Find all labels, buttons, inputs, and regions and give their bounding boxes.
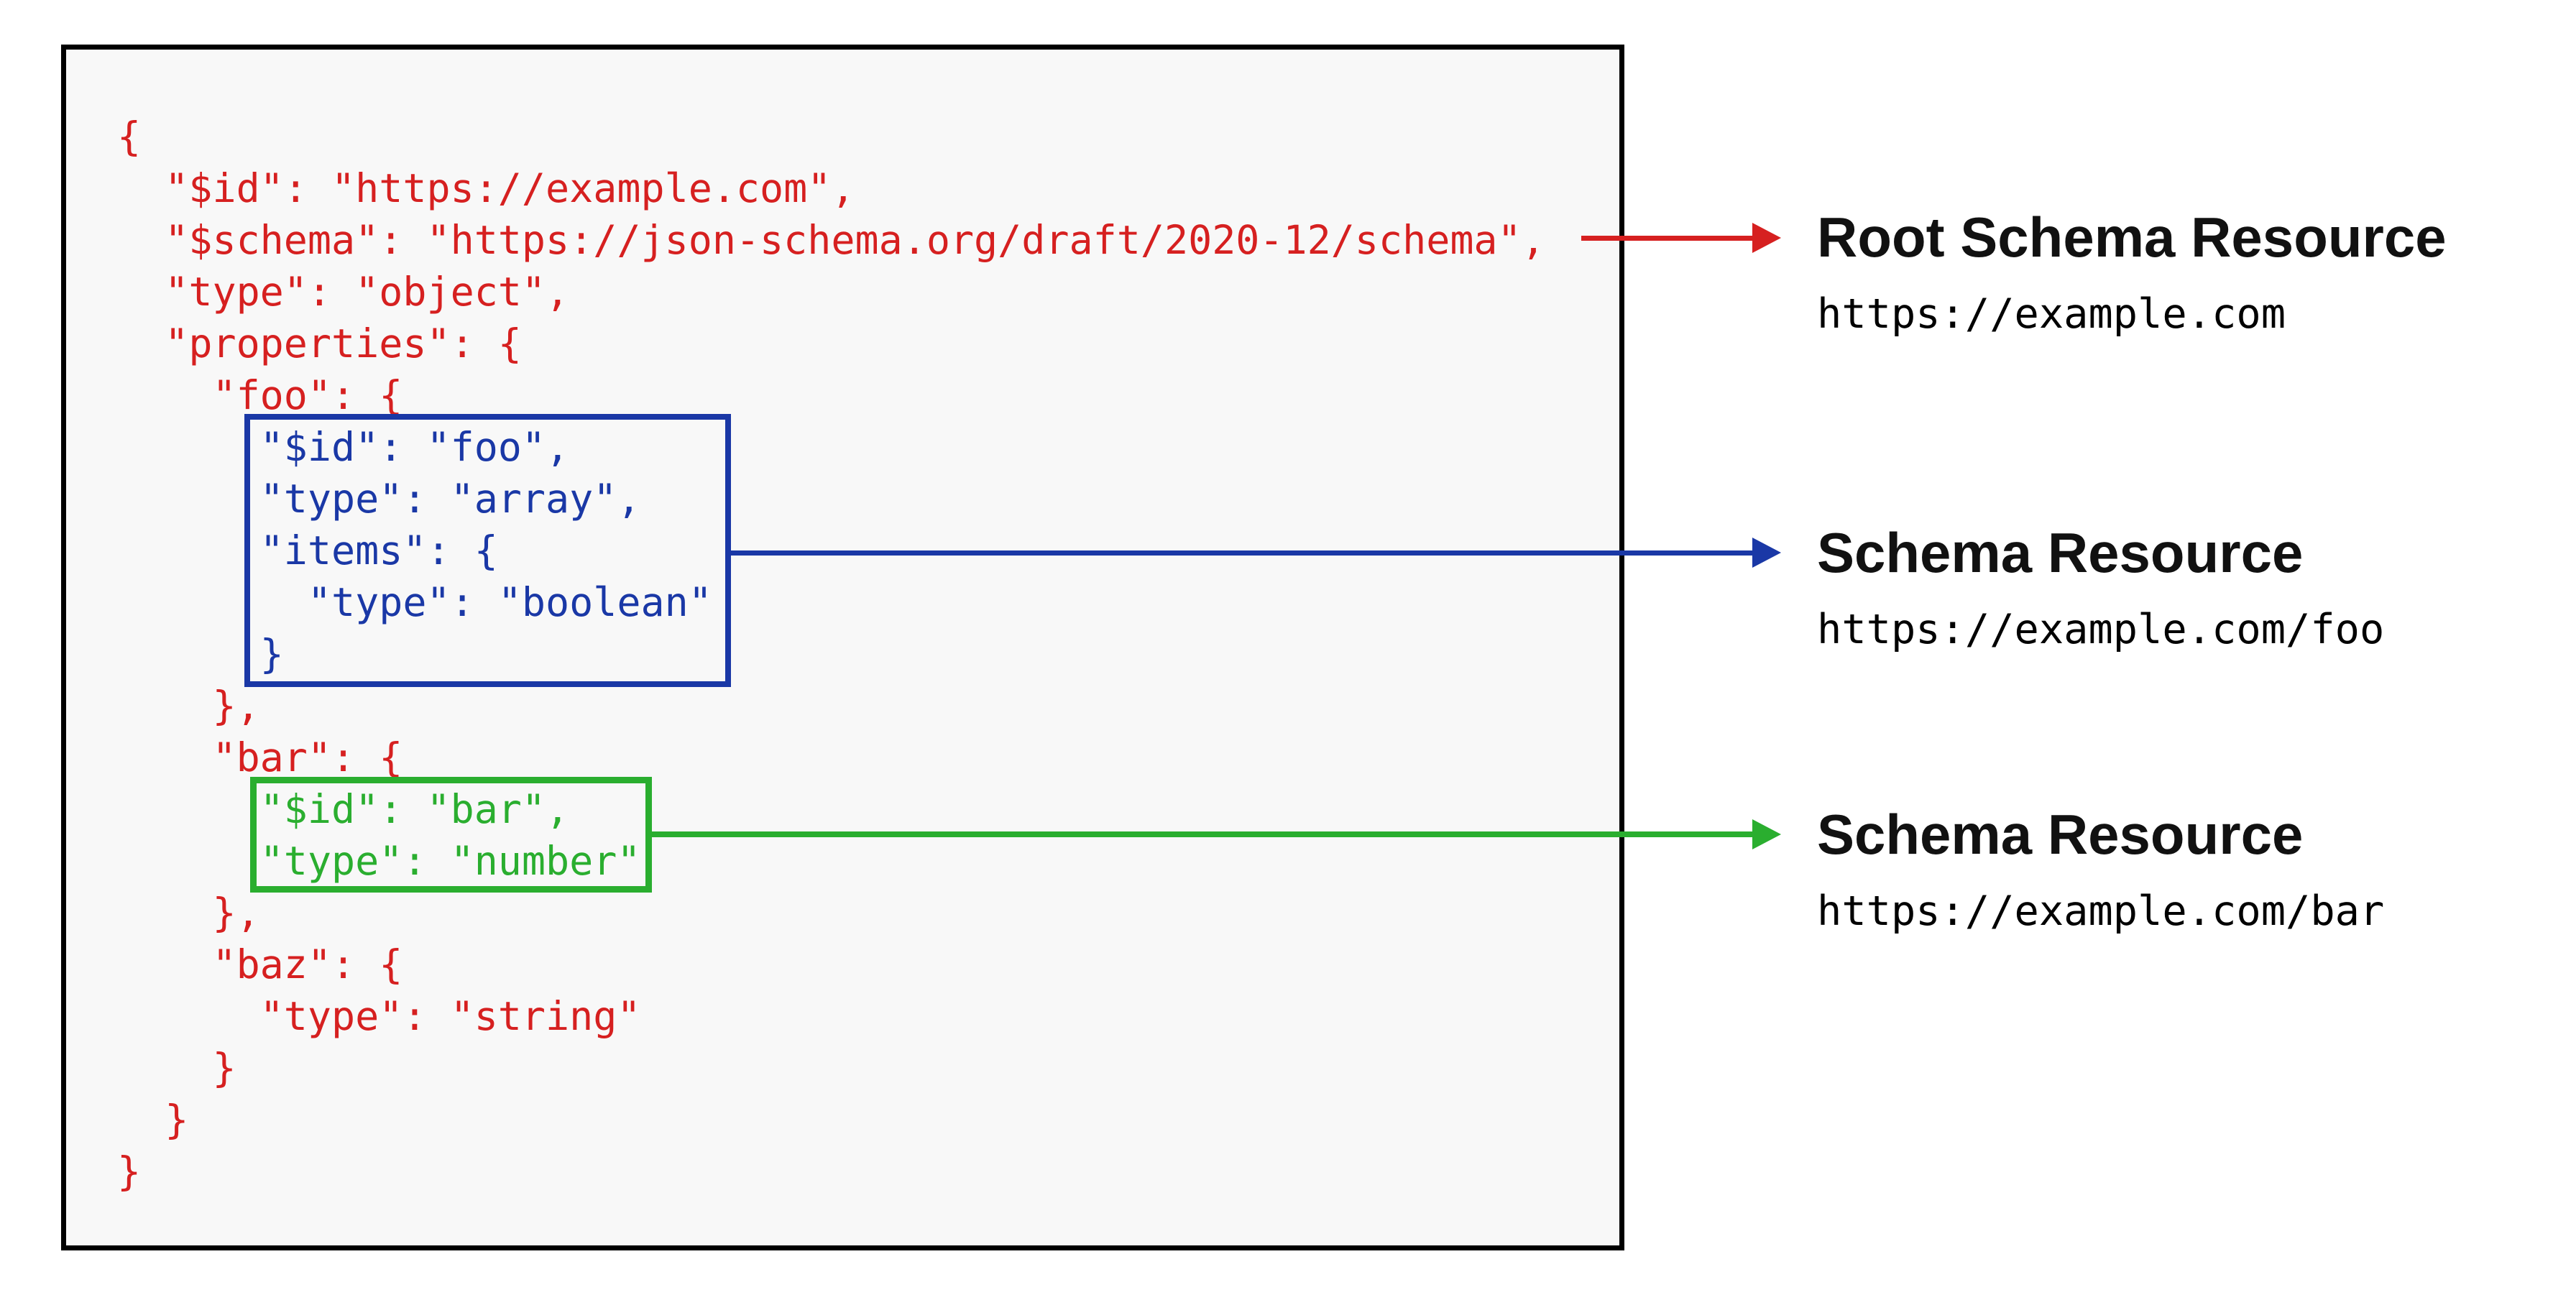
annotation-title: Schema Resource [1817,521,2304,584]
annotation-root-schema-resource: Root Schema Resource https://example.com [1817,206,2447,338]
code-line: } [117,1097,189,1143]
code-line: }, [117,890,260,936]
blue-arrowhead-icon [1752,538,1781,568]
code-line: } [117,631,284,677]
code-line: "type": "array", [117,476,641,522]
code-line: "$id": "bar", [117,786,570,832]
annotation-title: Root Schema Resource [1817,206,2447,269]
code-line: "baz": { [117,941,403,987]
green-arrowhead-icon [1752,819,1781,849]
json-code: { "$id": "https://example.com", "$schema… [117,111,1545,1197]
code-line: { [117,114,142,160]
code-line: "properties": { [117,321,522,367]
code-line: "type": "string" [117,993,641,1039]
code-line: "type": "object", [117,269,570,315]
code-line: "$id": "https://example.com", [117,165,855,211]
annotation-url: https://example.com/foo [1817,606,2385,653]
annotation-url: https://example.com/bar [1817,888,2385,935]
annotation-bar-schema-resource: Schema Resource https://example.com/bar [1817,803,2385,935]
code-line: "foo": { [117,372,403,418]
code-line: } [117,1045,236,1091]
annotation-url: https://example.com [1817,290,2286,338]
annotation-foo-schema-resource: Schema Resource https://example.com/foo [1817,525,2384,651]
code-line: "$schema": "https://json-schema.org/draf… [117,217,1545,263]
code-line: }, [117,683,260,729]
code-line: } [117,1148,142,1194]
code-line: "items": { [117,527,498,573]
code-line: "type": "number" [117,838,641,884]
code-line: "$id": "foo", [117,424,570,470]
bar-schema-highlight-box [250,777,652,893]
schema-code-panel [61,45,1624,1250]
code-line: "type": "boolean" [117,579,712,625]
annotation-title: Schema Resource [1817,803,2304,866]
foo-schema-highlight-box [244,414,731,687]
code-line: "bar": { [117,734,403,780]
red-arrowhead-icon [1752,223,1781,253]
